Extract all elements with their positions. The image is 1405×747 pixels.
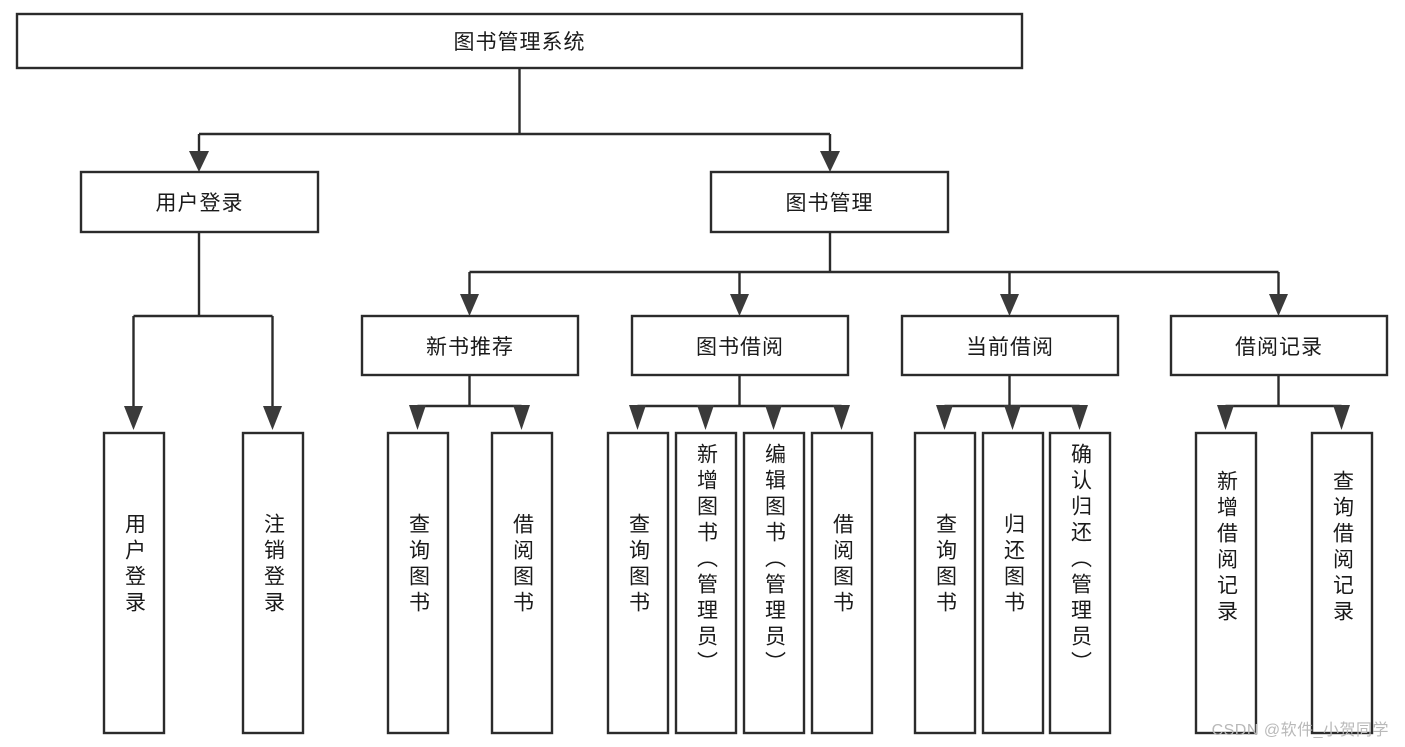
node-box-book-manage[interactable]: [709, 170, 950, 234]
arrowhead-to-borrow-record: [1269, 294, 1288, 316]
node-box-leaf-return-book[interactable]: [981, 431, 1045, 735]
node-box-leaf-edit-book[interactable]: [742, 431, 806, 735]
node-box-leaf-user-login[interactable]: [102, 431, 166, 735]
node-box-leaf-borrow-book-2[interactable]: [810, 431, 874, 735]
arrowhead-to-leaf-query-record: [1333, 405, 1350, 430]
arrowhead-to-leaf-return-book: [1004, 405, 1021, 430]
arrowhead-to-leaf-query-book-1: [409, 405, 426, 430]
arrowhead-to-leaf-query-book-2: [629, 405, 646, 430]
arrowhead-to-new-book-rec: [460, 294, 479, 316]
node-box-leaf-query-book-1[interactable]: [386, 431, 450, 735]
arrowheads-layer: [124, 151, 1350, 430]
arrowhead-to-leaf-user-logout: [263, 406, 282, 430]
node-box-leaf-confirm-return[interactable]: [1048, 431, 1112, 735]
node-box-new-book-rec[interactable]: [360, 314, 580, 377]
node-box-current-borrow[interactable]: [900, 314, 1120, 377]
node-box-book-borrow[interactable]: [630, 314, 850, 377]
node-box-leaf-borrow-book-1[interactable]: [490, 431, 554, 735]
node-box-root[interactable]: [15, 12, 1024, 70]
arrowhead-to-current-borrow: [1000, 294, 1019, 316]
arrowhead-to-leaf-borrow-book-1: [513, 405, 530, 430]
node-box-leaf-user-logout[interactable]: [241, 431, 305, 735]
node-box-user-login[interactable]: [79, 170, 320, 234]
arrowhead-to-leaf-edit-book: [765, 405, 782, 430]
node-box-leaf-query-book-2[interactable]: [606, 431, 670, 735]
node-box-leaf-query-book-3[interactable]: [913, 431, 977, 735]
watermark: CSDN @软件_小贺同学: [1211, 722, 1389, 739]
node-box-borrow-record[interactable]: [1169, 314, 1389, 377]
arrowhead-to-book-borrow: [730, 294, 749, 316]
node-box-leaf-query-record[interactable]: [1310, 431, 1374, 735]
arrowhead-to-book-manage: [820, 151, 840, 172]
arrowhead-to-leaf-borrow-book-2: [833, 405, 850, 430]
arrowhead-to-user-login: [189, 151, 209, 172]
arrowhead-to-leaf-confirm-return: [1071, 405, 1088, 430]
nodes-layer: [15, 12, 1389, 735]
arrowhead-to-leaf-add-book: [697, 405, 714, 430]
arrowhead-to-leaf-query-book-3: [936, 405, 953, 430]
arrowhead-to-leaf-add-record: [1217, 405, 1234, 430]
node-box-leaf-add-book[interactable]: [674, 431, 738, 735]
arrowhead-to-leaf-user-login: [124, 406, 143, 430]
node-box-leaf-add-record[interactable]: [1194, 431, 1258, 735]
